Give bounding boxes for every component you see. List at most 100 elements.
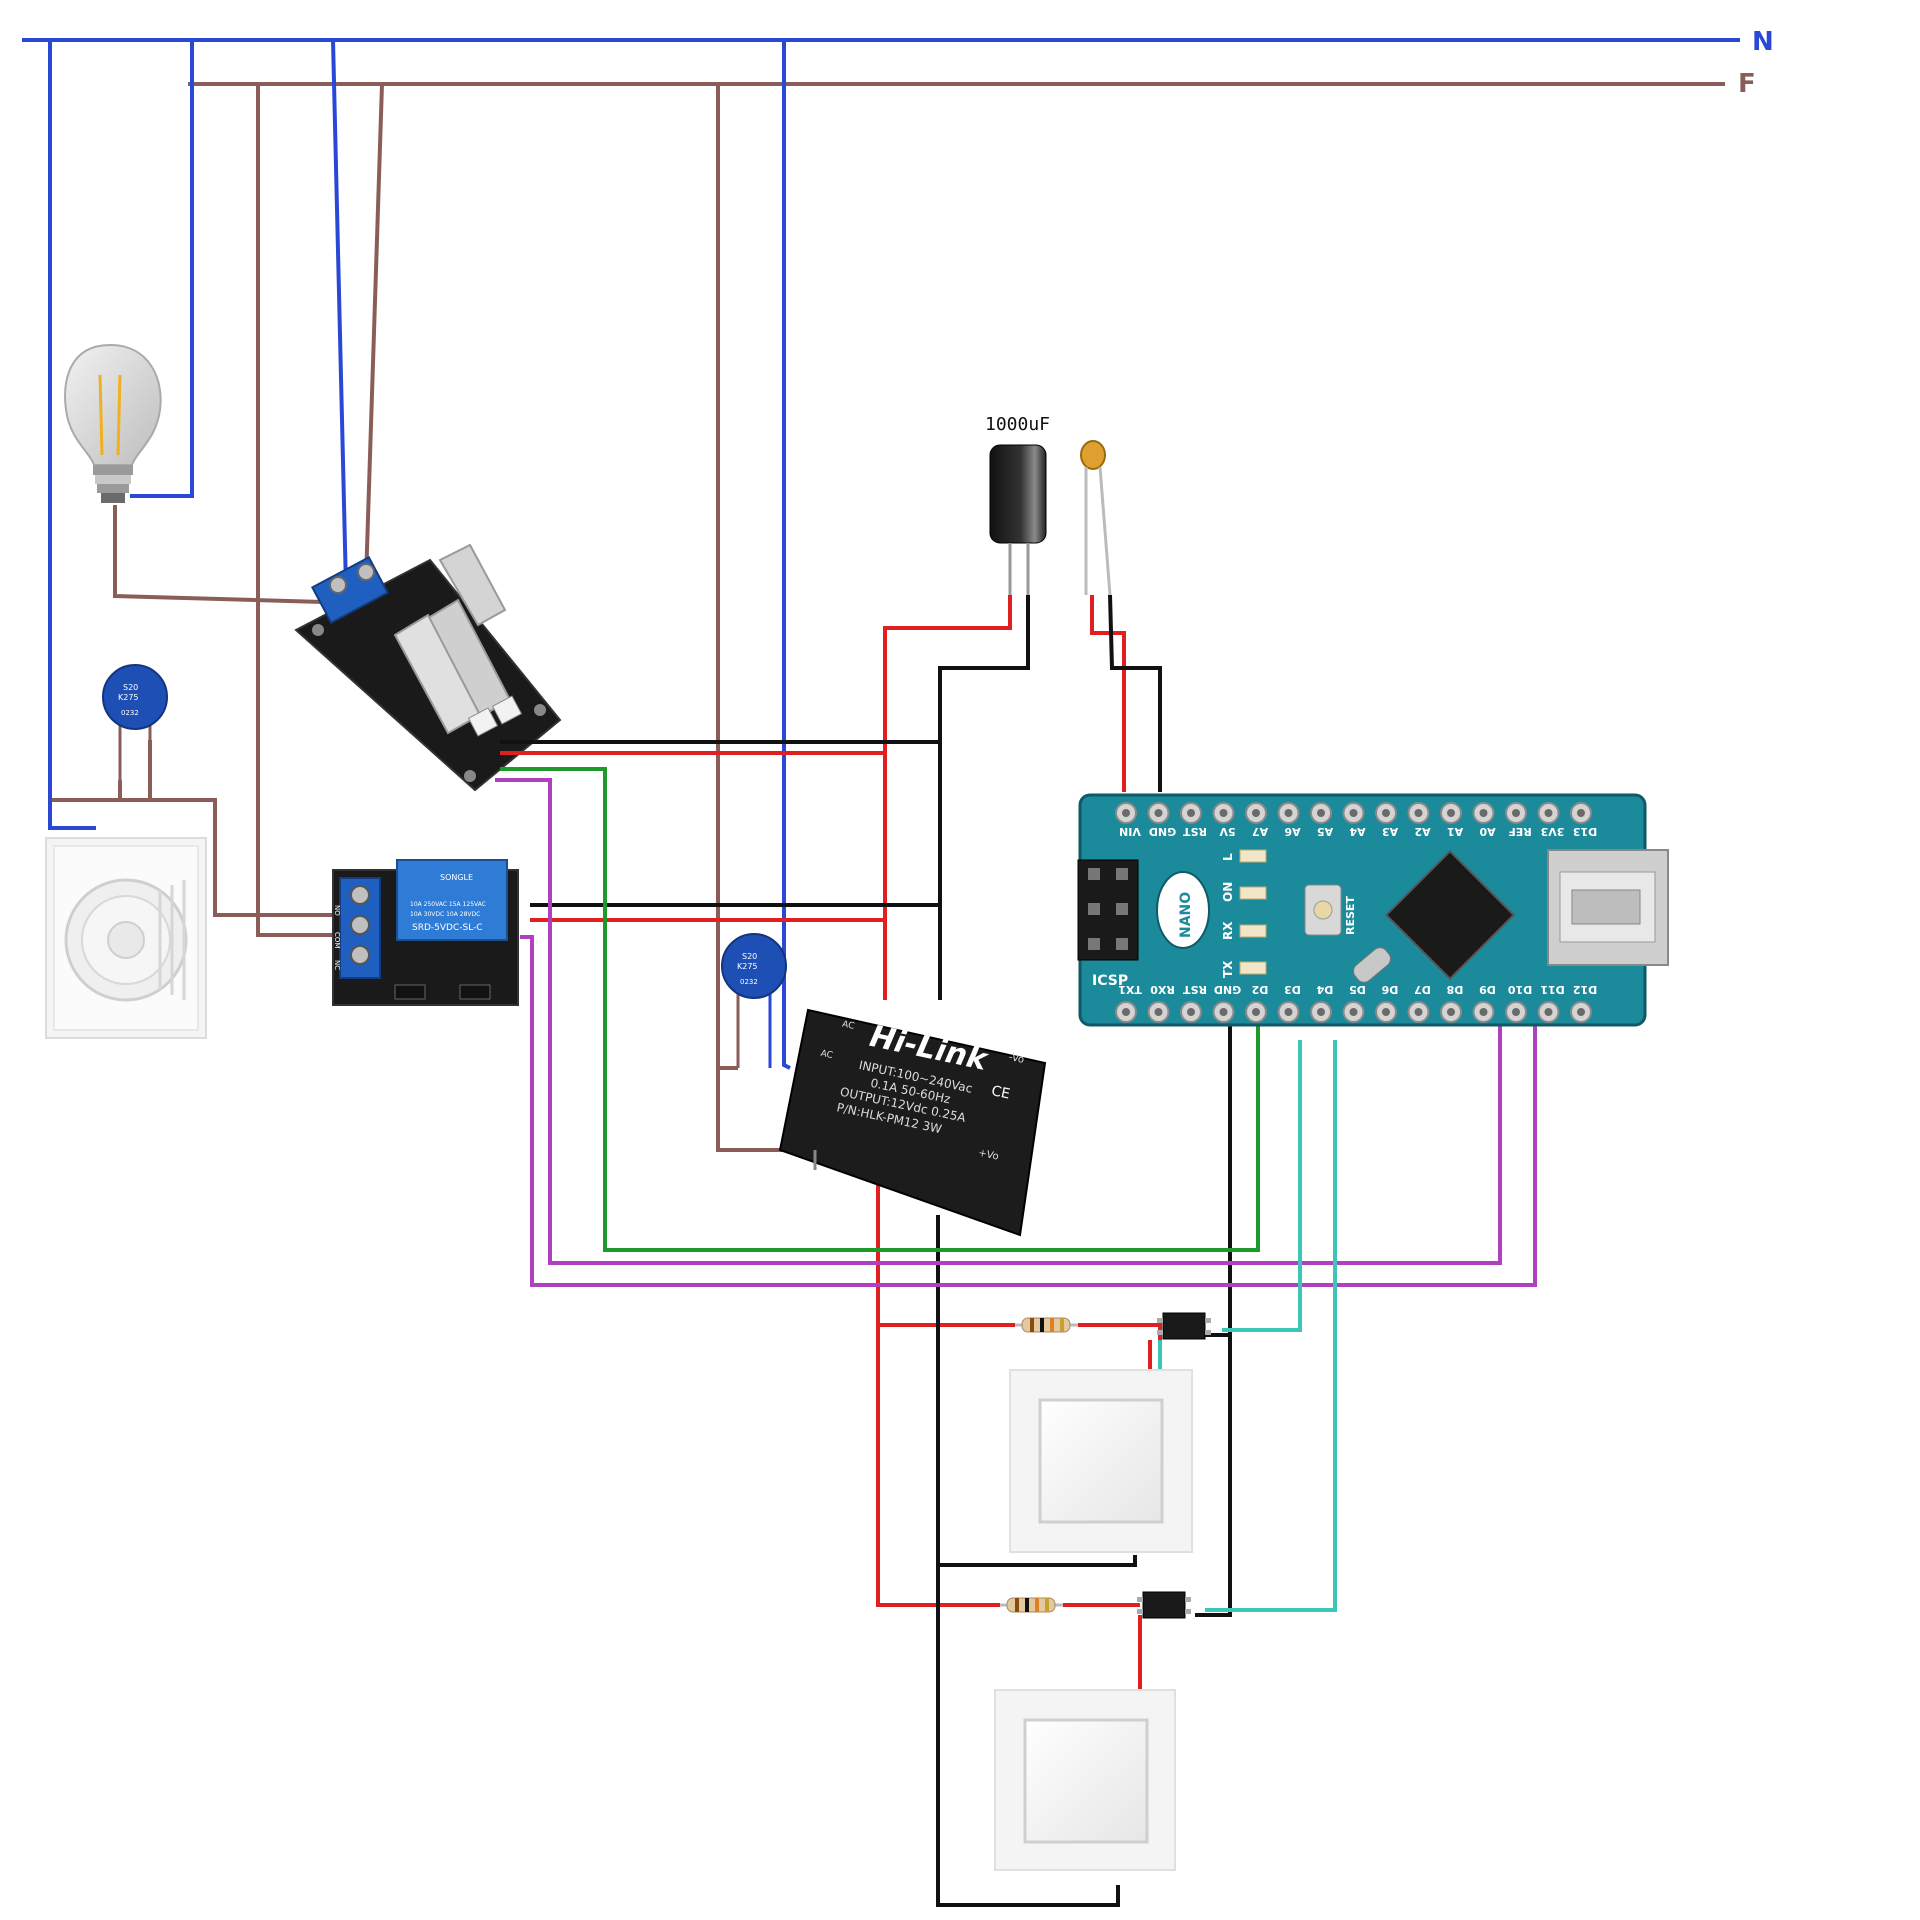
- nano-pin-label: 5V: [1219, 825, 1236, 838]
- psu-pin-ac-bottom: AC: [820, 1049, 834, 1061]
- nano-pin-hole: [1447, 1008, 1455, 1016]
- nano-pin-label: A2: [1414, 825, 1430, 838]
- electrolytic-capacitor: 1000uF: [985, 414, 1050, 595]
- nano-pin-hole: [1317, 809, 1325, 817]
- nano-status-leds: [1239, 849, 1267, 975]
- relay-model: SRD-5VDC-SL-C: [412, 923, 483, 933]
- neutral-label: N: [1752, 27, 1774, 57]
- nano-pin-label: GND: [1149, 825, 1176, 838]
- varistor-right-line3: 0232: [740, 978, 758, 986]
- nano-pin-hole: [1219, 1008, 1228, 1016]
- nano-pin-label: D11: [1540, 983, 1564, 996]
- relay-pin-no: NO: [333, 905, 341, 916]
- psu-pin-vo-minus: -Vo: [1008, 1052, 1025, 1066]
- black-wires: [500, 594, 1232, 1907]
- nano-pin-hole: [1544, 809, 1553, 817]
- nano-pin-label: RST: [1183, 825, 1207, 838]
- varistor-left: S20 K275 0232: [102, 664, 168, 800]
- nano-pin-hole: [1447, 809, 1455, 817]
- extractor-fan: [45, 837, 207, 1039]
- nano-pin-hole: [1382, 1008, 1390, 1016]
- nano-pin-label: D13: [1573, 825, 1597, 838]
- green-wire: [500, 767, 1260, 1252]
- wall-switch-1: [1009, 1369, 1193, 1553]
- nano-pin-label: GND: [1214, 983, 1241, 996]
- wall-switch-2: [994, 1689, 1176, 1871]
- optocoupler-2: [1137, 1591, 1191, 1619]
- neutral-wires: [48, 39, 791, 1070]
- nano-pin-label: A1: [1447, 825, 1463, 838]
- resistor-1: [1015, 1317, 1078, 1333]
- nano-pin-hole: [1414, 809, 1423, 817]
- optocoupler-1: [1157, 1312, 1211, 1340]
- phase-rail: F: [188, 69, 1756, 99]
- relay-pin-com: COM: [333, 932, 341, 948]
- ceramic-capacitor: [1080, 440, 1112, 596]
- nano-pin-label: RST: [1183, 983, 1207, 996]
- phase-label: F: [1738, 69, 1756, 99]
- varistor-left-line3: 0232: [121, 709, 139, 717]
- nano-pin-hole: [1382, 809, 1390, 817]
- psu-pin-ac-top: AC: [841, 1020, 855, 1032]
- red-wires: [500, 595, 1162, 1690]
- nano-pin-label: D8: [1447, 983, 1464, 996]
- nano-pin-hole: [1284, 1008, 1293, 1016]
- nano-pin-hole: [1154, 809, 1163, 817]
- nano-pin-label: A6: [1284, 825, 1301, 838]
- varistor-right-line1: S20: [742, 952, 757, 961]
- light-bulb: [64, 343, 162, 503]
- resistor-2: [1000, 1597, 1063, 1613]
- cyan-wires: [1158, 1040, 1337, 1612]
- nano-pin-label: D7: [1414, 983, 1431, 996]
- relay-brand: SONGLE: [440, 873, 473, 882]
- nano-pin-label: D2: [1252, 983, 1269, 996]
- capacitor-label: 1000uF: [985, 414, 1050, 435]
- varistor-left-line2: K275: [118, 693, 139, 702]
- nano-pin-label: REF: [1508, 825, 1532, 838]
- nano-pin-hole: [1349, 809, 1358, 817]
- nano-pin-hole: [1219, 809, 1228, 817]
- nano-pin-hole: [1349, 1008, 1358, 1016]
- nano-pin-label: A7: [1252, 825, 1268, 838]
- nano-pin-label: D12: [1573, 983, 1597, 996]
- nano-pin-label: A4: [1349, 825, 1366, 838]
- nano-pin-hole: [1577, 1008, 1585, 1016]
- nano-pin-hole: [1512, 1008, 1520, 1016]
- psu-pin-vo-plus: +Vo: [977, 1148, 999, 1163]
- nano-led-l: L: [1221, 853, 1235, 861]
- nano-pin-hole: [1544, 1008, 1553, 1016]
- nano-pin-hole: [1122, 809, 1130, 817]
- nano-pin-hole: [1479, 1008, 1488, 1016]
- nano-pin-hole: [1122, 1008, 1130, 1016]
- nano-pin-label: D6: [1381, 983, 1398, 996]
- hilink-power-supply: Hi-Link INPUT:100~240Vac 0.1A 50-60Hz OU…: [778, 1008, 1047, 1237]
- nano-pin-label: D9: [1479, 983, 1496, 996]
- nano-pin-hole: [1187, 809, 1195, 817]
- relay-pin-nc: NC: [333, 960, 341, 970]
- nano-pin-label: RX0: [1150, 983, 1175, 996]
- nano-pin-label: TX1: [1118, 983, 1142, 996]
- relay-spec2: 10A 30VDC 10A 28VDC: [410, 911, 480, 918]
- nano-pin-label: 3V3: [1541, 825, 1565, 838]
- nano-pin-label: D5: [1349, 983, 1366, 996]
- purple-wires: [495, 778, 1537, 1287]
- psu-ce-mark: CE: [990, 1083, 1012, 1103]
- nano-pin-hole: [1284, 809, 1293, 817]
- nano-pin-hole: [1187, 1008, 1195, 1016]
- nano-badge-label: NANO: [1178, 892, 1194, 938]
- nano-pin-label: D4: [1316, 983, 1333, 996]
- nano-pin-label: VIN: [1119, 825, 1141, 838]
- nano-pin-hole: [1479, 809, 1488, 817]
- varistor-left-line1: S20: [123, 683, 138, 692]
- nano-pin-hole: [1317, 1008, 1325, 1016]
- dimmer-module: [294, 543, 562, 792]
- nano-led-rx: RX: [1221, 921, 1235, 940]
- varistor-right-line2: K275: [737, 962, 758, 971]
- nano-pin-label: A3: [1382, 825, 1398, 838]
- nano-pin-hole: [1252, 809, 1260, 817]
- nano-pin-label: A0: [1479, 825, 1496, 838]
- nano-pin-label: D10: [1507, 983, 1532, 996]
